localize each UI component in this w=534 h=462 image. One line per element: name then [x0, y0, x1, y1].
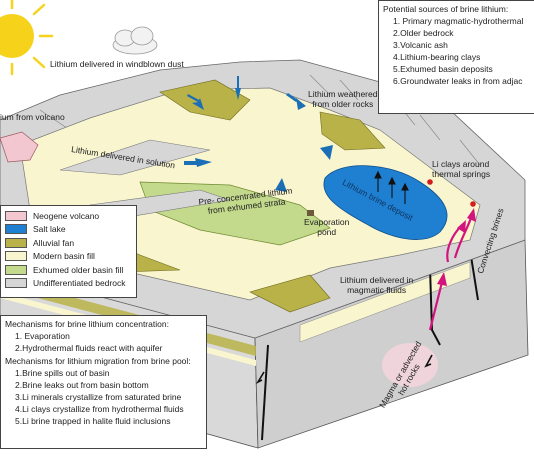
legend-label: Salt lake: [33, 224, 66, 235]
label-windblown: Lithium delivered in windblown dust: [50, 59, 184, 69]
legend-item: Salt lake: [1, 223, 136, 237]
arrow-weathered: [286, 93, 306, 110]
source-item: 6.Groundwater leaks in from adjac: [393, 76, 523, 86]
label-evaporation-pond-line1: Evaporation: [304, 217, 350, 227]
label-magmatic-fluids-line2: magmatic fluids: [347, 284, 407, 295]
label-weathered-line1: Lithium weathered: [308, 89, 378, 99]
legend-item: Undifferentiated bedrock: [1, 277, 136, 291]
mechanisms-migration-title: Mechanisms for lithium migration from br…: [5, 356, 191, 366]
source-item: 1. Primary magmatic-hydrothermal: [393, 16, 524, 26]
legend-label: Modern basin fill: [33, 251, 95, 262]
neogene-volcano: [0, 131, 39, 163]
evaporation-pond-marker: [307, 210, 314, 216]
source-item: 4.Lithium-bearing clays: [393, 52, 481, 62]
legend-swatch-bedrock: [5, 278, 27, 289]
magenta-arrowheads: [437, 208, 476, 286]
source-item: 2.Older bedrock: [393, 28, 454, 38]
cloud-icon: [112, 26, 158, 55]
sources-box: Potential sources of brine lithium: 1. P…: [378, 0, 534, 114]
mechanism-item: 2.Brine leaks out from basin bottom: [15, 380, 149, 390]
legend-box: Neogene volcano Salt lake Alluvial fan M…: [0, 205, 137, 298]
arrow-solution: [184, 158, 212, 167]
mechanism-item: 1. Evaporation: [15, 331, 70, 341]
label-volcano: ium from volcano: [0, 112, 65, 122]
legend-swatch-basin: [5, 251, 27, 262]
arrow-east-fan: [320, 145, 333, 160]
salt-lake: [323, 165, 448, 240]
mechanism-item: 5.Li brine trapped in halite fluid inclu…: [15, 416, 171, 426]
thermal-spring-marker-2: [470, 201, 476, 207]
mechanism-item: 4.Li clays crystallize from hydrothermal…: [15, 404, 184, 414]
label-li-clays: Li clays around thermal springs: [432, 159, 491, 180]
mechanism-item: 3.Li minerals crystallize from saturated…: [15, 392, 182, 402]
blue-delivery-arrows: [184, 76, 333, 192]
legend-label: Undifferentiated bedrock: [33, 278, 126, 289]
legend-swatch-exhumed: [5, 264, 27, 275]
legend-label: Alluvial fan: [33, 237, 75, 248]
alluvial-fan-east: [319, 111, 386, 151]
mechanism-item: 2.Hydrothermal fluids react with aquifer: [15, 343, 163, 353]
label-li-clays-line2: thermal springs: [432, 168, 491, 179]
arrow-preconcentrated: [275, 178, 287, 192]
arrow-windblown: [235, 76, 241, 100]
mechanisms-box: Mechanisms for brine lithium concentrati…: [0, 315, 207, 449]
legend-item: Modern basin fill: [1, 250, 136, 264]
magma-source-glow: [382, 343, 438, 387]
bedrock-spur-1: [59, 139, 211, 176]
source-item: 5.Exhumed basin deposits: [393, 64, 493, 74]
legend-label: Exhumed older basin fill: [33, 264, 124, 275]
alluvial-fan-southeast: [249, 274, 331, 313]
thermal-spring-marker: [427, 179, 433, 185]
label-li-clays-line1: Li clays around: [432, 159, 490, 169]
legend-label: Neogene volcano: [33, 210, 100, 221]
right-face-basin-fill: [299, 261, 471, 343]
arrow-alluvial-a: [187, 94, 204, 110]
label-magmatic-fluids: Lithium delivered in magmatic fluids: [340, 275, 414, 296]
evaporation-arrows: [374, 170, 409, 204]
legend-swatch-alluvial: [5, 237, 27, 248]
sun-icon: [0, 0, 54, 76]
fault-slip-arrows: [255, 354, 433, 384]
legend-swatch-volcano: [5, 210, 27, 221]
label-weathered: Lithium weathered from older rocks: [308, 89, 378, 110]
label-weathered-line2: from older rocks: [312, 98, 374, 109]
mechanisms-concentration-title: Mechanisms for brine lithium concentrati…: [5, 319, 169, 329]
label-magmatic-fluids-line1: Lithium delivered in: [340, 275, 414, 285]
source-item: 3.Volcanic ash: [393, 40, 448, 50]
legend-item: Alluvial fan: [1, 236, 136, 250]
alluvial-fan-north: [159, 79, 251, 121]
legend-item: Neogene volcano: [1, 209, 136, 223]
legend-item: Exhumed older basin fill: [1, 263, 136, 277]
label-evaporation-pond: Evaporation pond: [304, 217, 350, 238]
sources-title: Potential sources of brine lithium:: [383, 4, 509, 14]
mechanism-item: 1.Brine spills out of basin: [15, 368, 110, 378]
legend-swatch-salt-lake: [5, 224, 27, 235]
label-evaporation-pond-line2: pond: [317, 226, 337, 237]
